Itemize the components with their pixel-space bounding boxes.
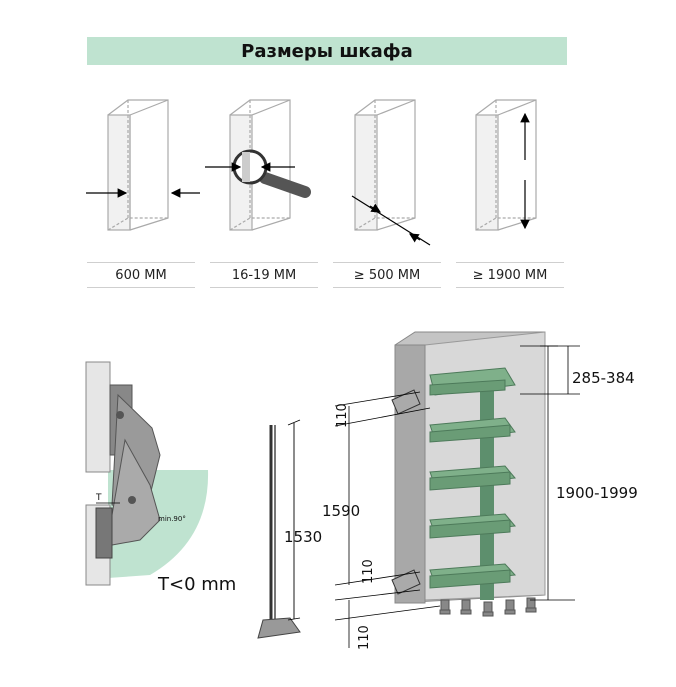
hinge-condition-label: T<0 mm xyxy=(157,574,236,595)
depth-icon xyxy=(351,99,431,246)
width-icon xyxy=(86,99,200,231)
middle-dim-label: 1590 xyxy=(322,502,360,520)
shelf xyxy=(429,417,516,443)
height-icon xyxy=(475,99,537,231)
left-bottom-dim-label: 110 xyxy=(357,625,372,650)
hinge-angle-label: min.90° xyxy=(158,515,186,523)
shelf xyxy=(429,367,516,396)
requirement-height-label: ≥ 1900 MM xyxy=(456,262,564,288)
rail-length-label: 1530 xyxy=(284,528,322,546)
rail-detail: 1530 xyxy=(257,419,322,639)
page-title: Размеры шкафа xyxy=(87,37,567,65)
thickness-icon xyxy=(205,99,311,231)
shelf xyxy=(429,513,516,539)
requirement-thickness-label: 16-19 MM xyxy=(210,262,318,288)
cabinet-unit xyxy=(391,331,546,617)
dimension-lines xyxy=(334,345,580,648)
hinge-detail: T min.90° T<0 mm xyxy=(85,361,236,595)
requirement-depth-label: ≥ 500 MM xyxy=(333,262,441,288)
requirement-width-label: 600 MM xyxy=(87,262,195,288)
left-top-dim-label: 110 xyxy=(335,403,350,428)
shelf xyxy=(429,465,516,491)
total-range-label: 1900-1999 xyxy=(556,484,638,502)
shelf xyxy=(429,563,517,589)
left-mid-dim-label: 110 xyxy=(361,559,376,584)
top-range-label: 285-384 xyxy=(572,369,635,387)
hinge-t-label: T xyxy=(95,493,102,503)
